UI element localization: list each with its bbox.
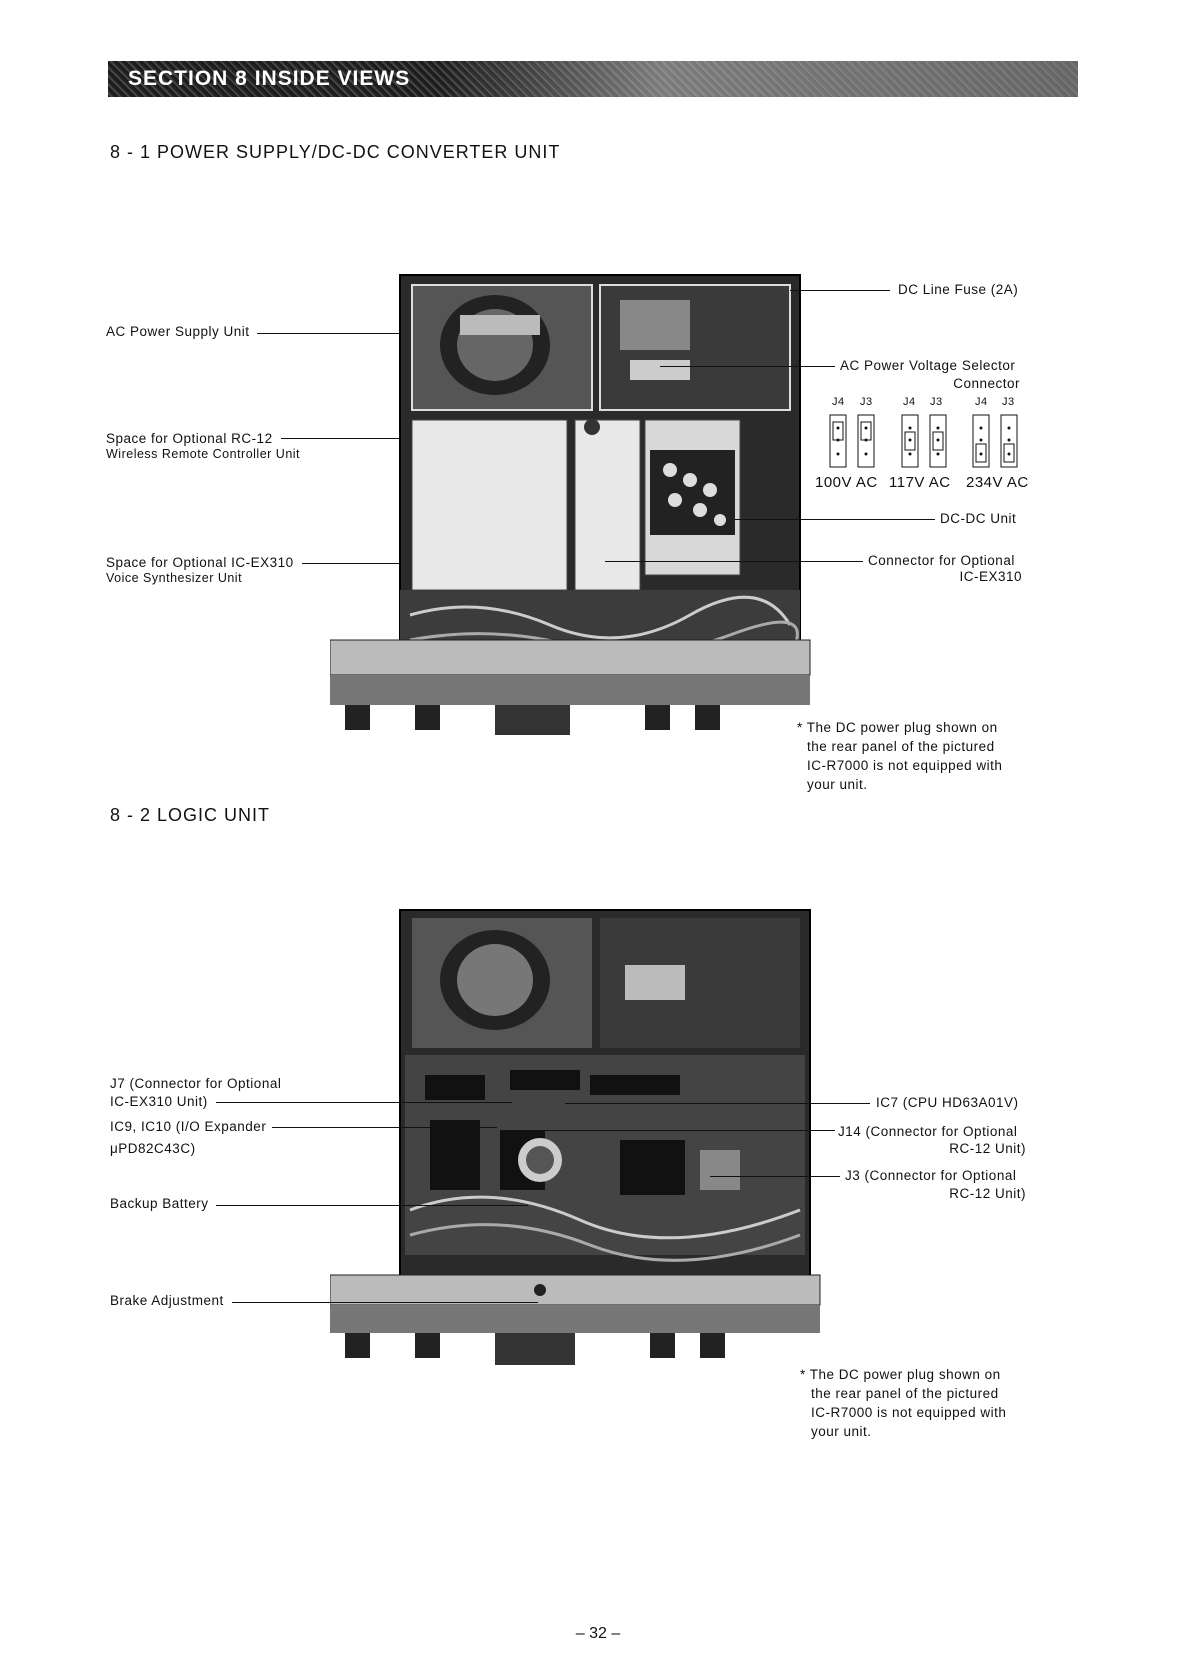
logic-unit-photo: [330, 890, 830, 1390]
voltage-117v: 117V AC: [889, 474, 951, 491]
note-line-3: IC-R7000 is not equipped with: [811, 1405, 1007, 1420]
label-ic9-ic10: IC9, IC10 (I/O Expander: [110, 1119, 267, 1134]
leader-line: [272, 1127, 497, 1128]
note-line-1: * The DC power plug shown on: [797, 720, 998, 735]
label-j7: J7 (Connector for Optional: [110, 1076, 282, 1091]
label-voltage-selector: AC Power Voltage Selector: [840, 358, 1016, 373]
note-line-4: your unit.: [807, 777, 868, 792]
note-line-1: * The DC power plug shown on: [800, 1367, 1001, 1382]
j3-label: J3: [860, 396, 873, 408]
leader-line: [302, 563, 400, 564]
label-backup-battery: Backup Battery: [110, 1196, 209, 1211]
note-line-2: the rear panel of the pictured: [807, 739, 995, 754]
leader-line: [216, 1102, 512, 1103]
label-j3-sub: RC-12 Unit): [949, 1186, 1026, 1201]
label-j14-sub: RC-12 Unit): [949, 1141, 1026, 1156]
label-j14: J14 (Connector for Optional: [838, 1124, 1018, 1139]
note-line-3: IC-R7000 is not equipped with: [807, 758, 1003, 773]
j4-label: J4: [832, 396, 845, 408]
label-rc12-space: Space for Optional RC-12: [106, 431, 273, 446]
label-ac-power-supply: AC Power Supply Unit: [106, 324, 250, 339]
leader-line: [790, 290, 890, 291]
voltage-234v: 234V AC: [966, 474, 1029, 491]
label-dcdc-unit: DC-DC Unit: [940, 511, 1017, 526]
label-j3: J3 (Connector for Optional: [845, 1168, 1017, 1183]
label-ex310-space-sub: Voice Synthesizer Unit: [106, 571, 243, 585]
label-ex310-connector-sub: IC-EX310: [959, 569, 1022, 584]
label-voltage-selector-connector: Connector: [953, 376, 1020, 391]
voltage-selector-connector-diagram: [829, 414, 1018, 468]
note-line-2: the rear panel of the pictured: [811, 1386, 999, 1401]
section-title-8-1: 8 - 1 POWER SUPPLY/DC-DC CONVERTER UNIT: [110, 142, 561, 162]
leader-line: [232, 1302, 538, 1303]
leader-line: [545, 1130, 835, 1131]
leader-line: [565, 1103, 870, 1104]
label-brake-adjustment: Brake Adjustment: [110, 1293, 224, 1308]
j3-label: J3: [930, 396, 943, 408]
label-rc12-space-sub: Wireless Remote Controller Unit: [106, 447, 301, 461]
leader-line: [710, 1176, 840, 1177]
page-number: – 32 –: [575, 1625, 621, 1642]
leader-line: [281, 438, 400, 439]
j3-label: J3: [1002, 396, 1015, 408]
label-ex310-connector: Connector for Optional: [868, 553, 1015, 568]
label-ex310-space: Space for Optional IC-EX310: [106, 555, 294, 570]
note-line-4: your unit.: [811, 1424, 872, 1439]
section-title-8-2: 8 - 2 LOGIC UNIT: [110, 805, 271, 825]
leader-line: [735, 519, 935, 520]
leader-line: [216, 1205, 528, 1206]
label-dc-line-fuse: DC Line Fuse (2A): [898, 282, 1019, 297]
section-banner-title: SECTION 8 INSIDE VIEWS: [128, 67, 411, 90]
label-ic9-ic10-sub: μPD82C43C): [110, 1141, 196, 1156]
section-banner: SECTION 8 INSIDE VIEWS: [108, 61, 1078, 97]
j4-label: J4: [903, 396, 916, 408]
j4-label: J4: [975, 396, 988, 408]
power-supply-photo: [330, 245, 850, 785]
label-ic7-cpu: IC7 (CPU HD63A01V): [876, 1095, 1019, 1110]
voltage-100v: 100V AC: [815, 474, 878, 491]
label-j7-sub: IC-EX310 Unit): [110, 1094, 208, 1109]
leader-line: [660, 366, 835, 367]
leader-line: [605, 561, 863, 562]
leader-line: [257, 333, 400, 334]
